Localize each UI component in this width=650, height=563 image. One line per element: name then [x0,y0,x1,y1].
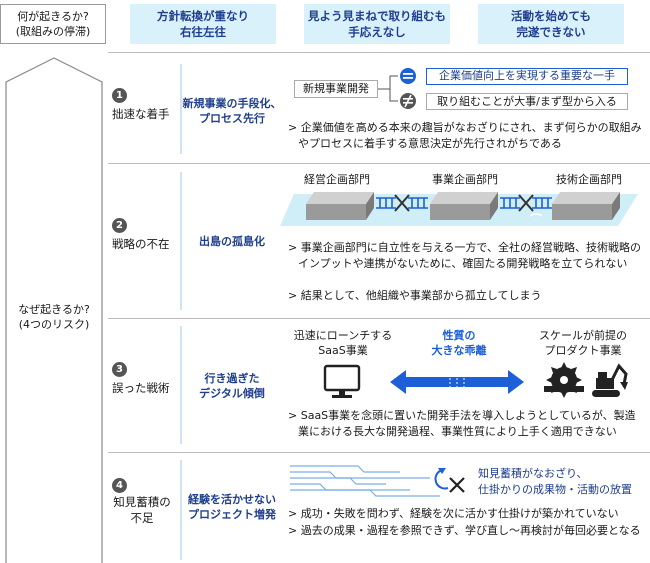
row-divider-3 [108,452,650,453]
risk-keyword-3-line2: デジタル傾倒 [199,387,265,400]
header-box-3-line1: 活動を始めても [511,9,591,23]
risk-keyword-1-line2: プロセス先行 [199,112,265,125]
risk-4-bullet-1-text: 成功・失敗を問わず、経験を次に活かす仕掛けが築かれていない [300,507,619,520]
risk-keyword-4-line1: 経験を活かせない [188,493,276,506]
why-line1: なぜ起きるか? [18,303,90,316]
scattered-projects-lines [290,465,440,497]
dept-3-label: 技術企画部門 [556,173,622,186]
new-business-box: 新規事業開発 [294,80,378,98]
saas-label-line2: SaaS事業 [318,344,368,357]
risk-keyword-2-line1: 出島の孤島化 [199,235,265,248]
header-box-1: 方針転換が重なり右往左往 [130,4,276,44]
risk-2-bullet-1-text: 事業企画部門に自立性を与える一方で、全社の経営戦略、技術戦略のインプットや連携が… [298,241,641,270]
risk-keyword-2: 出島の孤島化 [182,234,282,249]
knowledge-note: 知見蓄積がなおざり、 仕掛かりの成果物・活動の放置 [478,466,632,498]
risk-3-bullet-1: > SaaS事業を念頭に置いた開発手法を導入しようとしているが、製造業における長… [288,409,636,438]
risk-2-bullet-2: > 結果として、他組織や事業部から孤立してしまう [288,289,542,302]
cross-icon [394,194,534,212]
risk-label-4: 知見蓄積の 不足 [112,494,172,526]
product-label-line1: スケールが前提の [539,329,627,342]
risk-label-3: 誤った戦術 [112,381,170,395]
risk-label-1: 拙速な着手 [112,107,170,121]
eq-neq-connector [378,68,416,109]
risk-label-2: 戦略の不在 [112,237,170,251]
header-box-3: 活動を始めても完遂できない [478,4,624,44]
risk-label-4-line1: 知見蓄積の [113,495,171,509]
header-divider [108,52,650,53]
risk-keyword-1: 新規事業の手段化、 プロセス先行 [182,96,282,126]
risk-2-bullet-2-text: 結果として、他組織や事業部から孤立してしまう [300,289,542,302]
risk-number-4: 4 [112,478,127,493]
risk-1-bullet-1-text: 企業価値を高める本来の趣旨がなおざりにされ、まず何らかの取組みやプロセスに着手す… [298,121,642,150]
risk-keyword-4: 経験を活かせない プロジェクト増発 [182,492,282,522]
risk-4-bullet-1: > 成功・失敗を問わず、経験を次に活かす仕掛けが築かれていない [288,507,619,520]
row2-separator [180,172,182,310]
risk-3-bullet-1-text: SaaS事業を念頭に置いた開発手法を導入しようとしているが、製造業における長大な… [298,409,636,438]
gap-label: 性質の 大きな乖離 [414,328,504,358]
header-box-1-line2: 右往左往 [180,25,226,39]
dept-1-block [306,192,374,204]
row-divider-1 [108,163,650,164]
header-box-3-line2: 完遂できない [516,25,586,39]
header-question-line2: (取組みの停滞) [15,25,91,38]
saas-label: 迅速にローンチする SaaS事業 [288,328,398,358]
isolated-islands-diagram [280,192,638,226]
why-label: なぜ起きるか? (4つのリスク) [4,302,104,332]
broken-bridge-2 [500,197,552,209]
neq-text-box: 取り組むことが大事/まず型から入る [426,93,628,110]
risk-number-3: 3 [112,362,127,377]
risk-number-1: 1 [112,88,127,103]
monitor-icon [323,364,361,398]
eq-text-box: 企業価値向上を実現する重要な一手 [426,68,628,85]
row-divider-2 [108,318,650,319]
risk-number-2: 2 [112,218,127,233]
risk-2-bullet-1: > 事業企画部門に自立性を与える一方で、全社の経営戦略、技術戦略のインプットや連… [288,241,641,270]
row3-separator [180,326,182,444]
header-question-line1: 何が起きるか? [17,10,89,23]
undo-cross-icon [434,468,465,493]
row4-separator [180,460,182,560]
risk-keyword-3-line1: 行き過ぎた [204,372,260,385]
header-box-1-line1: 方針転換が重なり [157,9,249,23]
risk-label-4-line2: 不足 [130,511,154,525]
why-line2: (4つのリスク) [18,318,90,331]
why-chevron [5,57,103,563]
gap-arrow [390,366,524,398]
risk-4-bullet-2: > 過去の成果・過程を参照できず、学び直し〜再検討が毎回必要となる [288,524,641,537]
saw-blade-icon [544,362,584,398]
dept-2-block [430,192,498,204]
broken-bridge-1 [376,197,428,209]
risk-keyword-4-line2: プロジェクト増発 [188,508,276,521]
dept-2-label: 事業企画部門 [432,173,498,186]
risk-keyword-3: 行き過ぎた デジタル傾倒 [182,371,282,401]
dept-3-block [552,192,620,204]
product-label: スケールが前提の プロダクト事業 [528,328,638,358]
row1-separator [180,64,182,154]
product-label-line2: プロダクト事業 [544,344,622,357]
dept-1-label: 経営企画部門 [304,173,370,186]
gap-label-line1: 性質の [442,329,476,342]
header-question: 何が起きるか? (取組みの停滞) [0,4,106,44]
header-box-2: 見よう見まねで取り組むも手応えなし [304,4,450,44]
knowledge-note-line2: 仕掛かりの成果物・活動の放置 [478,483,632,496]
risk-4-bullet-2-text: 過去の成果・過程を参照できず、学び直し〜再検討が毎回必要となる [300,524,641,537]
header-box-2-line2: 手応えなし [348,25,406,39]
excavator-icon [592,363,628,397]
risk-keyword-1-line1: 新規事業の手段化、 [182,97,282,110]
gap-label-line2: 大きな乖離 [431,344,487,357]
knowledge-note-line1: 知見蓄積がなおざり、 [478,467,588,480]
saas-label-line1: 迅速にローンチする [293,329,393,342]
header-box-2-line1: 見よう見まねで取り組むも [308,9,446,23]
risk-1-bullet-1: > 企業価値を高める本来の趣旨がなおざりにされ、まず何らかの取組みやプロセスに着… [288,121,642,150]
